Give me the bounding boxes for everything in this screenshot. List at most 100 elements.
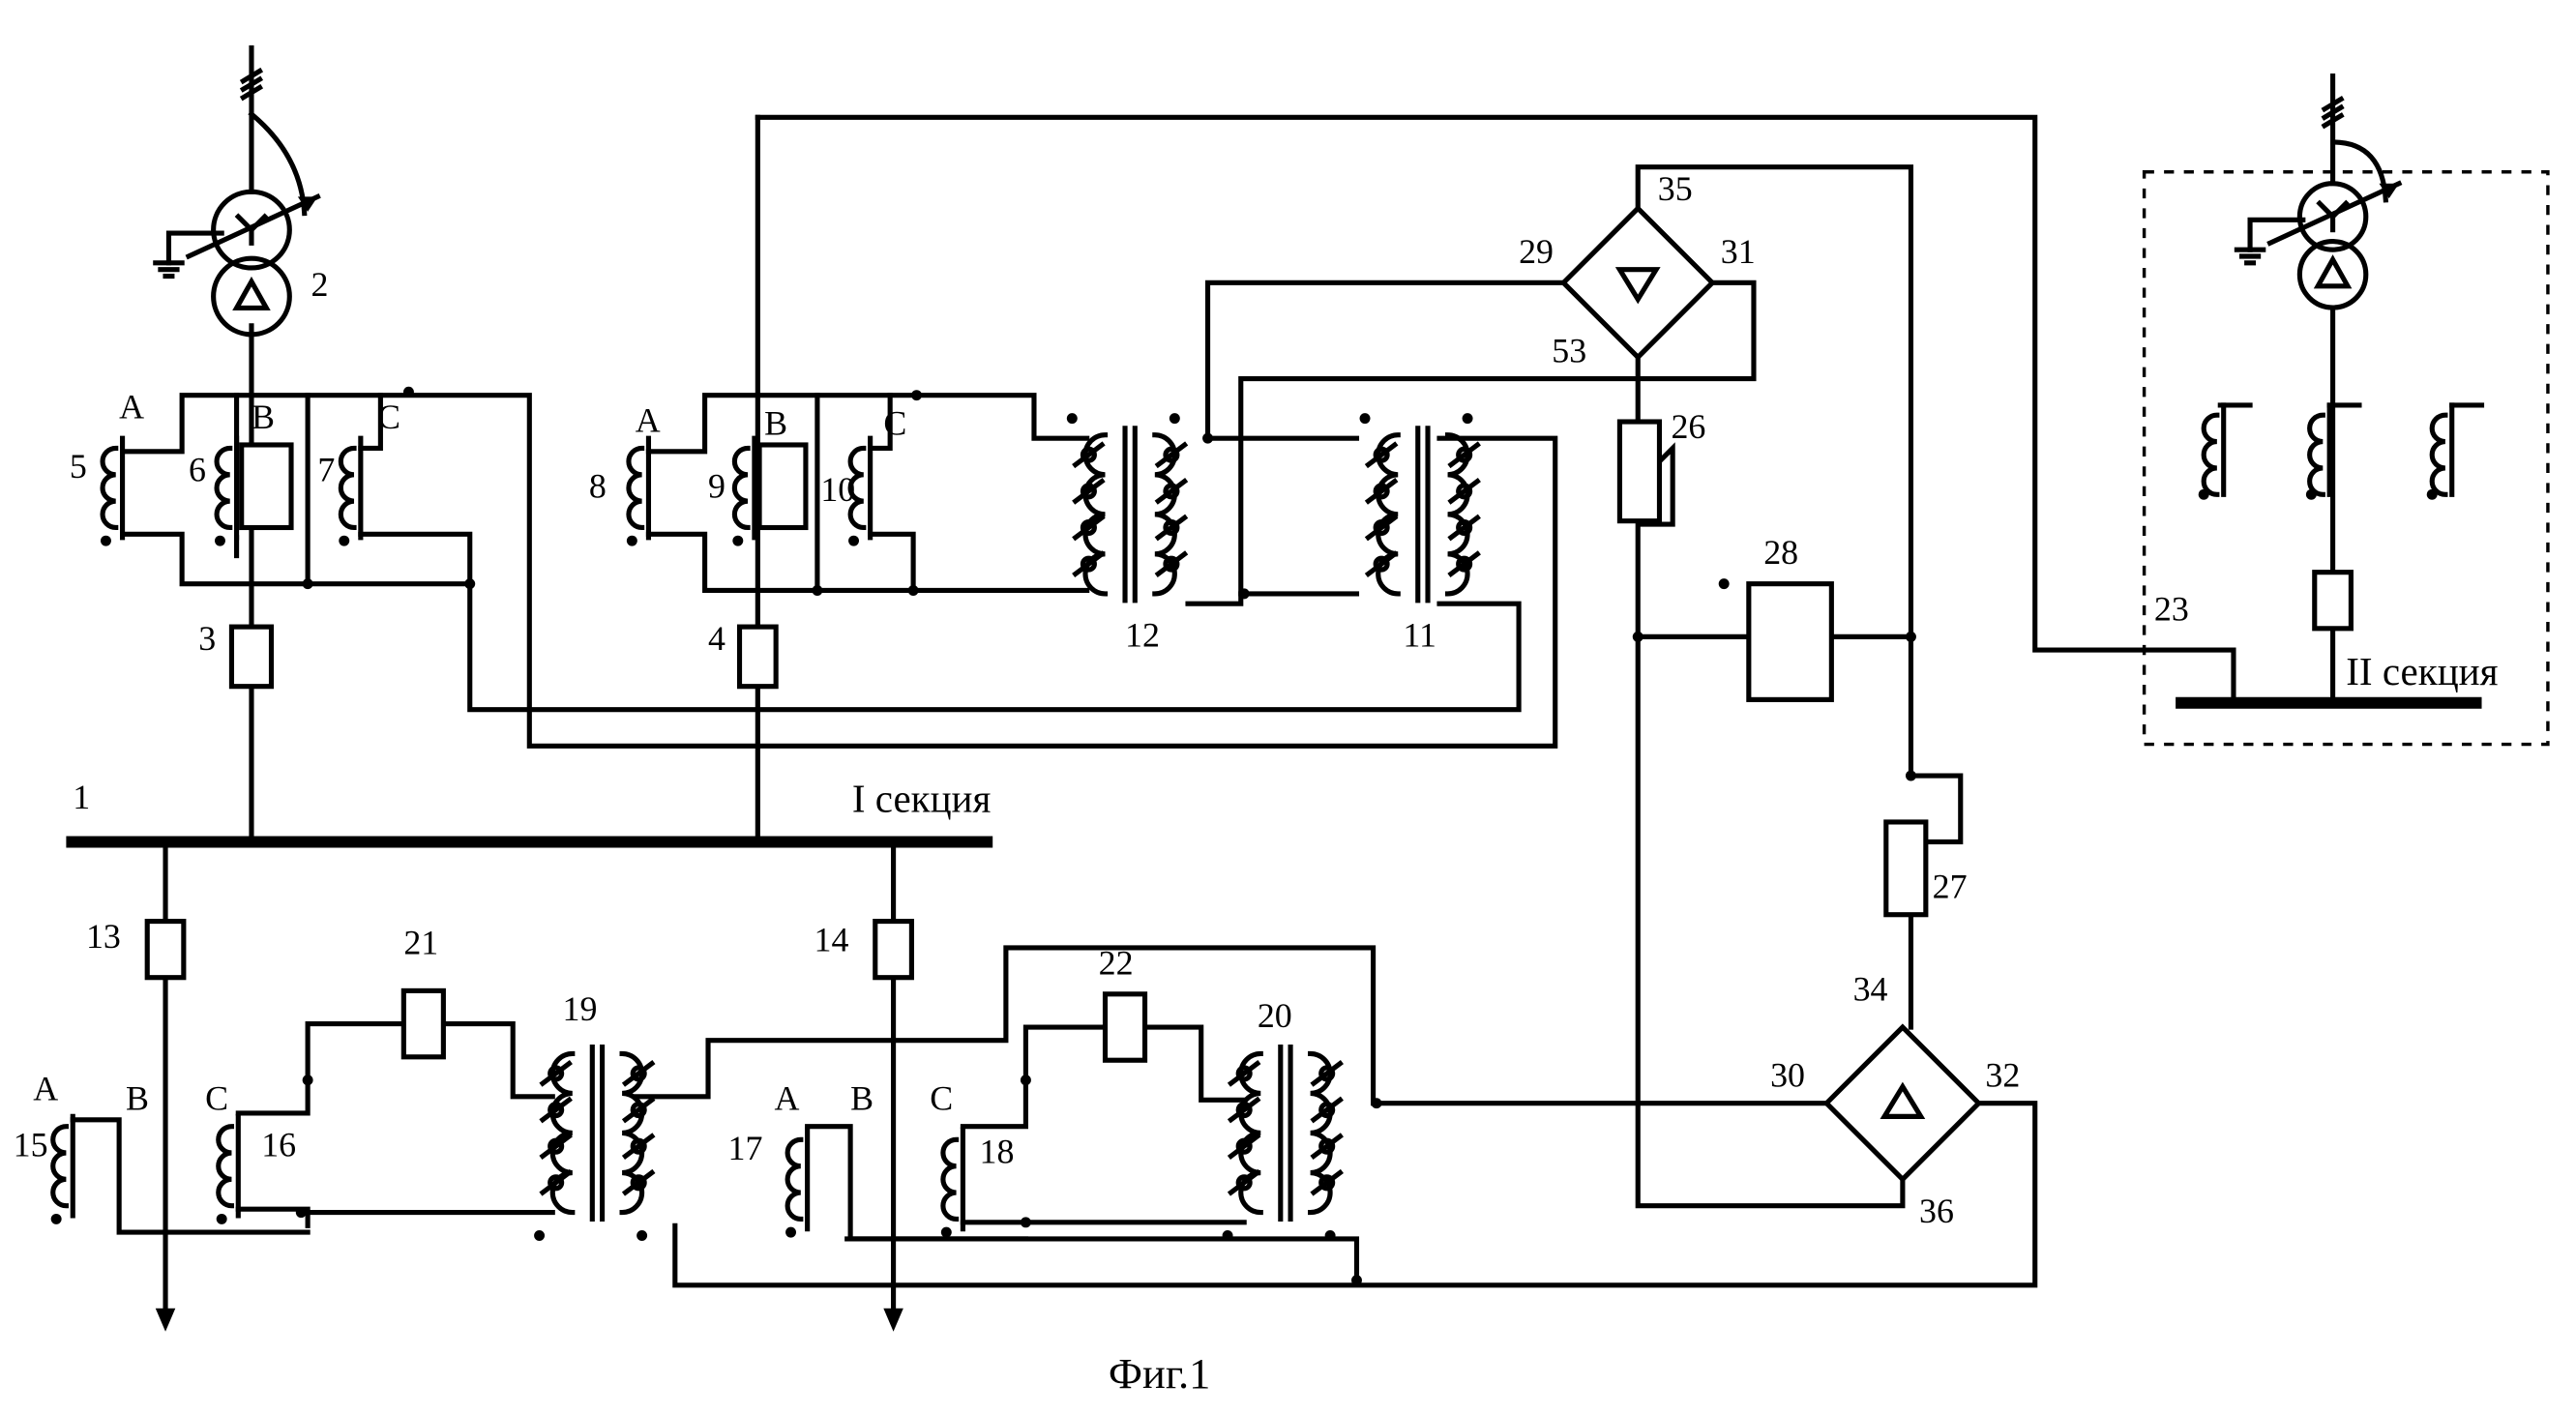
section2-ct-b (2310, 415, 2324, 494)
junction-ct-group1-c (464, 578, 475, 589)
breaker-13 (147, 922, 184, 978)
component-label-22: 22 (1099, 943, 1134, 982)
component-label-36: 36 (1919, 1192, 1954, 1230)
breaker-3 (231, 627, 271, 687)
bus2-junction (2327, 697, 2338, 708)
component-label-16: 16 (261, 1125, 296, 1164)
ct-9-polarity-dot (732, 536, 743, 546)
section2-ct-a (2204, 415, 2217, 494)
junction-rheostat-27-top (1906, 771, 1916, 781)
component-label-3: 3 (198, 619, 216, 658)
top-interconnect-to-section2 (757, 117, 2234, 702)
ct-6-polarity-dot (215, 536, 225, 546)
junction-ct-group2-c (908, 585, 919, 596)
power-transformer-2-tap-arrow (189, 196, 317, 256)
relay-28-polarity-dot (1719, 578, 1730, 589)
junction-ct16-top (303, 1075, 313, 1085)
matching-transformer-12-dot-2 (1170, 413, 1180, 424)
wires-layer (66, 47, 2548, 1308)
phase-label-c-group3: C (205, 1079, 228, 1118)
matching-transformer-11-dot-1 (1360, 413, 1371, 424)
junction-ct-group1-a (303, 578, 313, 589)
relay-21 (403, 990, 443, 1056)
junction-node-28-left (1633, 632, 1643, 642)
ct-16-winding (219, 1127, 232, 1206)
component-label-32: 32 (1985, 1056, 2020, 1095)
bus-junction-3 (246, 837, 256, 847)
component-label-2: 2 (311, 265, 329, 304)
ct-15-polarity-dot (51, 1214, 62, 1224)
component-label-1: 1 (73, 778, 90, 816)
matching-transformer-12-dot-1 (1067, 413, 1078, 424)
matching-transformer-20-dot-2 (1325, 1230, 1336, 1241)
component-label-29: 29 (1519, 232, 1554, 271)
rheostat-27-body (1886, 822, 1926, 915)
junction-ct-group1-b (403, 387, 414, 398)
component-label-35: 35 (1658, 169, 1693, 208)
ct-group2-bottom-bus (648, 534, 1086, 590)
components-layer (51, 114, 2445, 1332)
tr12-to-bridge-53 (1188, 379, 1638, 604)
ct-5-winding (103, 448, 116, 527)
ct-6-burden (242, 445, 291, 528)
phase-label-a-group3: A (33, 1069, 58, 1107)
matching-transformer-19-dot-1 (534, 1230, 545, 1241)
component-label-23: 23 (2154, 589, 2189, 628)
component-label-9: 9 (708, 467, 725, 506)
section2-ct-c-dot (2427, 489, 2438, 500)
rheostat-26-body (1619, 422, 1659, 521)
phase-label-c-group1: C (377, 398, 400, 436)
junction-tr12-out (1202, 433, 1213, 444)
component-label-26: 26 (1671, 407, 1705, 446)
ct-18-winding (943, 1139, 957, 1219)
power-transformer-section2-tap-arrow (2270, 184, 2399, 244)
junction-ct18-top (1021, 1075, 1031, 1085)
bus-junction-4 (753, 837, 763, 847)
ct-group1-bottom-bus (123, 534, 1520, 709)
component-label-28: 28 (1763, 533, 1798, 572)
ct-7-winding (341, 448, 354, 527)
ct-group2-top-bus (648, 396, 1086, 452)
ct-8-polarity-dot (627, 536, 637, 546)
component-label-27: 27 (1933, 868, 1968, 906)
ct17-to-return (847, 1239, 1357, 1281)
relay-22-to-tr20 (1145, 1027, 1245, 1100)
matching-transformer-19-dot-2 (637, 1230, 647, 1241)
component-label-10: 10 (820, 470, 855, 509)
breaker-14 (875, 922, 912, 978)
component-label-18: 18 (980, 1132, 1015, 1170)
component-label-53: 53 (1552, 331, 1586, 369)
phase-label-c-group2: C (883, 404, 906, 443)
component-label-17: 17 (728, 1129, 763, 1167)
junction-ct-group2-a (812, 585, 822, 596)
ct-16-top-lead (238, 1024, 406, 1113)
ct-10-bottom-lead (871, 534, 913, 590)
junction-bottom-return (1351, 1275, 1362, 1285)
matching-transformer-11-dot-2 (1463, 413, 1473, 424)
tr12-to-bridge-29 (1208, 282, 1564, 438)
bus2-junction-23 (2228, 697, 2238, 708)
component-label-21: 21 (403, 924, 438, 962)
component-label-6: 6 (189, 451, 206, 489)
ct-10-polarity-dot (848, 536, 859, 546)
ct-group1-top-bus (123, 396, 1555, 747)
ct-17-winding (787, 1139, 801, 1219)
component-label-14: 14 (814, 920, 848, 958)
component-label-20: 20 (1258, 996, 1292, 1035)
matching-transformer-20-dot-1 (1223, 1230, 1233, 1241)
junction-node-28-right (1906, 632, 1916, 642)
component-label-4: 4 (708, 619, 725, 658)
feeder-13-arrow (156, 1309, 176, 1332)
ct-9-burden (759, 445, 806, 528)
phase-label-a-group1: A (119, 388, 144, 427)
component-label-34: 34 (1853, 970, 1888, 1009)
relay-22 (1106, 994, 1145, 1060)
ct-17-polarity-dot (785, 1227, 796, 1238)
phase-label-b-group3: B (126, 1079, 149, 1118)
phase-label-b-group1: B (252, 398, 275, 436)
relay-21-to-tr19 (443, 1024, 552, 1097)
component-label-12: 12 (1125, 616, 1160, 655)
component-label-30: 30 (1770, 1056, 1805, 1095)
